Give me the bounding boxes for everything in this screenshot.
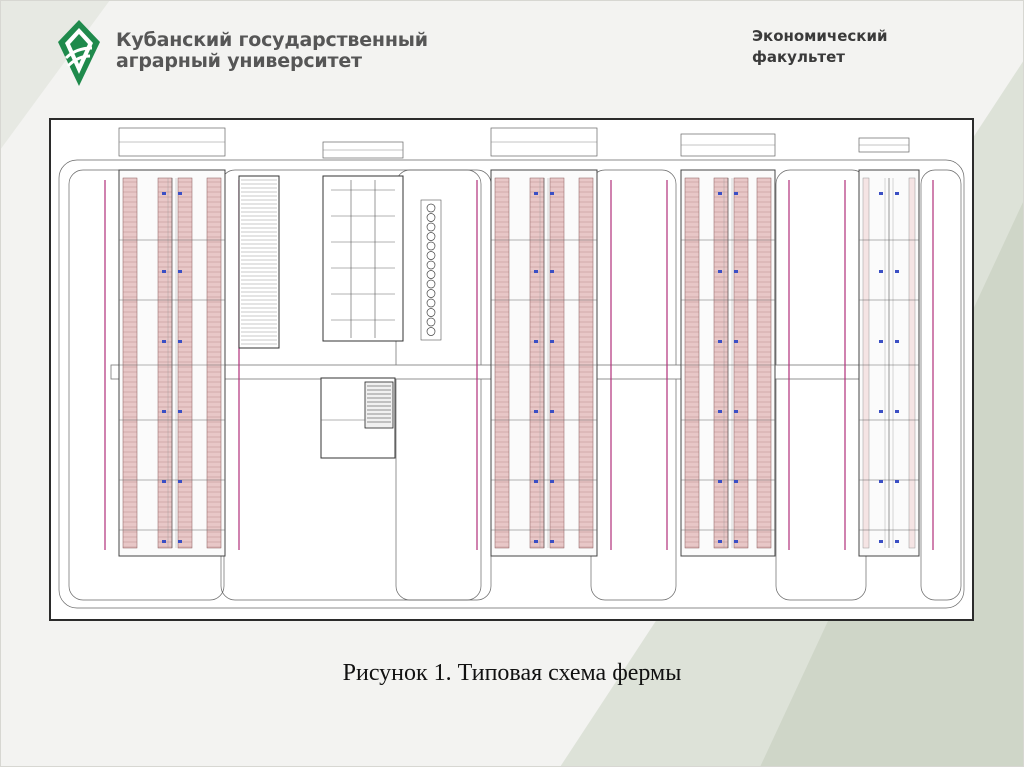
road-loop	[590, 169, 677, 601]
water-trough-marker	[178, 192, 182, 195]
water-trough-marker	[534, 410, 538, 413]
water-trough-marker	[178, 540, 182, 543]
water-trough-marker	[879, 192, 883, 195]
silo	[426, 203, 436, 213]
faculty-line-2: факультет	[752, 48, 845, 66]
water-trough-marker	[718, 192, 722, 195]
stall-row	[549, 177, 565, 549]
water-trough-marker	[879, 270, 883, 273]
water-trough-marker	[534, 270, 538, 273]
silo	[426, 260, 436, 270]
water-trough-marker	[162, 192, 166, 195]
silo	[426, 270, 436, 279]
water-trough-marker	[550, 540, 554, 543]
water-trough-marker	[734, 192, 738, 195]
water-trough-marker	[734, 270, 738, 273]
water-trough-marker	[550, 480, 554, 483]
silo	[426, 232, 436, 241]
stall-row	[862, 177, 870, 549]
water-trough-marker	[718, 540, 722, 543]
silo-frame	[420, 199, 442, 341]
water-trough-marker	[895, 410, 899, 413]
stall-row	[578, 177, 594, 549]
water-trough-marker	[734, 340, 738, 343]
stall-row	[494, 177, 510, 549]
silo	[426, 327, 436, 336]
water-trough-marker	[178, 270, 182, 273]
auxiliary-building	[238, 175, 280, 349]
water-trough-marker	[718, 340, 722, 343]
water-trough-marker	[550, 270, 554, 273]
farm-blueprint-drawing	[58, 127, 965, 609]
water-trough-marker	[178, 480, 182, 483]
water-trough-marker	[178, 340, 182, 343]
water-trough-marker	[879, 410, 883, 413]
silo	[426, 279, 436, 289]
water-trough-marker	[734, 480, 738, 483]
water-trough-marker	[550, 410, 554, 413]
water-trough-marker	[534, 340, 538, 343]
water-trough-marker	[534, 540, 538, 543]
stall-row	[206, 177, 222, 549]
water-trough-marker	[895, 540, 899, 543]
water-trough-marker	[550, 192, 554, 195]
water-trough-marker	[550, 340, 554, 343]
water-trough-marker	[879, 340, 883, 343]
water-trough-marker	[162, 540, 166, 543]
water-trough-marker	[162, 340, 166, 343]
silo	[426, 308, 436, 317]
silo	[426, 241, 436, 251]
university-line-1: Кубанский государственный	[116, 29, 428, 51]
road-outline	[58, 159, 965, 609]
stall-row	[177, 177, 193, 549]
faculty-line-1: Экономический	[752, 27, 888, 45]
water-trough-marker	[534, 192, 538, 195]
figure-caption: Рисунок 1. Типовая схема фермы	[342, 660, 682, 686]
silo	[426, 213, 436, 222]
stall-row	[157, 177, 173, 549]
silo	[426, 222, 436, 232]
water-trough-marker	[162, 270, 166, 273]
stall-row	[122, 177, 138, 549]
water-trough-marker	[734, 540, 738, 543]
silo	[426, 298, 436, 308]
stall-row	[529, 177, 545, 549]
stall-row	[684, 177, 700, 549]
water-trough-marker	[718, 410, 722, 413]
slide-header: Кубанский государственный аграрный униве…	[0, 0, 1024, 110]
water-trough-marker	[718, 270, 722, 273]
water-trough-marker	[879, 540, 883, 543]
silo	[426, 251, 436, 260]
leaf-logo-icon	[58, 20, 100, 86]
stall-row	[713, 177, 729, 549]
water-trough-marker	[178, 410, 182, 413]
silo	[426, 317, 436, 327]
silo	[426, 289, 436, 298]
water-trough-marker	[895, 480, 899, 483]
water-trough-marker	[734, 410, 738, 413]
milking-parlor	[322, 175, 404, 342]
water-trough-marker	[895, 340, 899, 343]
water-trough-marker	[879, 480, 883, 483]
road-loop	[920, 169, 962, 601]
water-trough-marker	[895, 192, 899, 195]
university-name: Кубанский государственный аграрный униве…	[116, 30, 428, 72]
farm-layout-figure	[49, 118, 974, 621]
water-trough-marker	[162, 410, 166, 413]
water-trough-marker	[162, 480, 166, 483]
stall-row	[908, 177, 916, 549]
water-trough-marker	[534, 480, 538, 483]
faculty-name: Экономический факультет	[752, 26, 888, 68]
stall-row	[756, 177, 772, 549]
stall-row	[733, 177, 749, 549]
water-trough-marker	[895, 270, 899, 273]
equipment-room	[364, 381, 394, 429]
university-line-2: аграрный университет	[116, 50, 362, 72]
water-trough-marker	[718, 480, 722, 483]
